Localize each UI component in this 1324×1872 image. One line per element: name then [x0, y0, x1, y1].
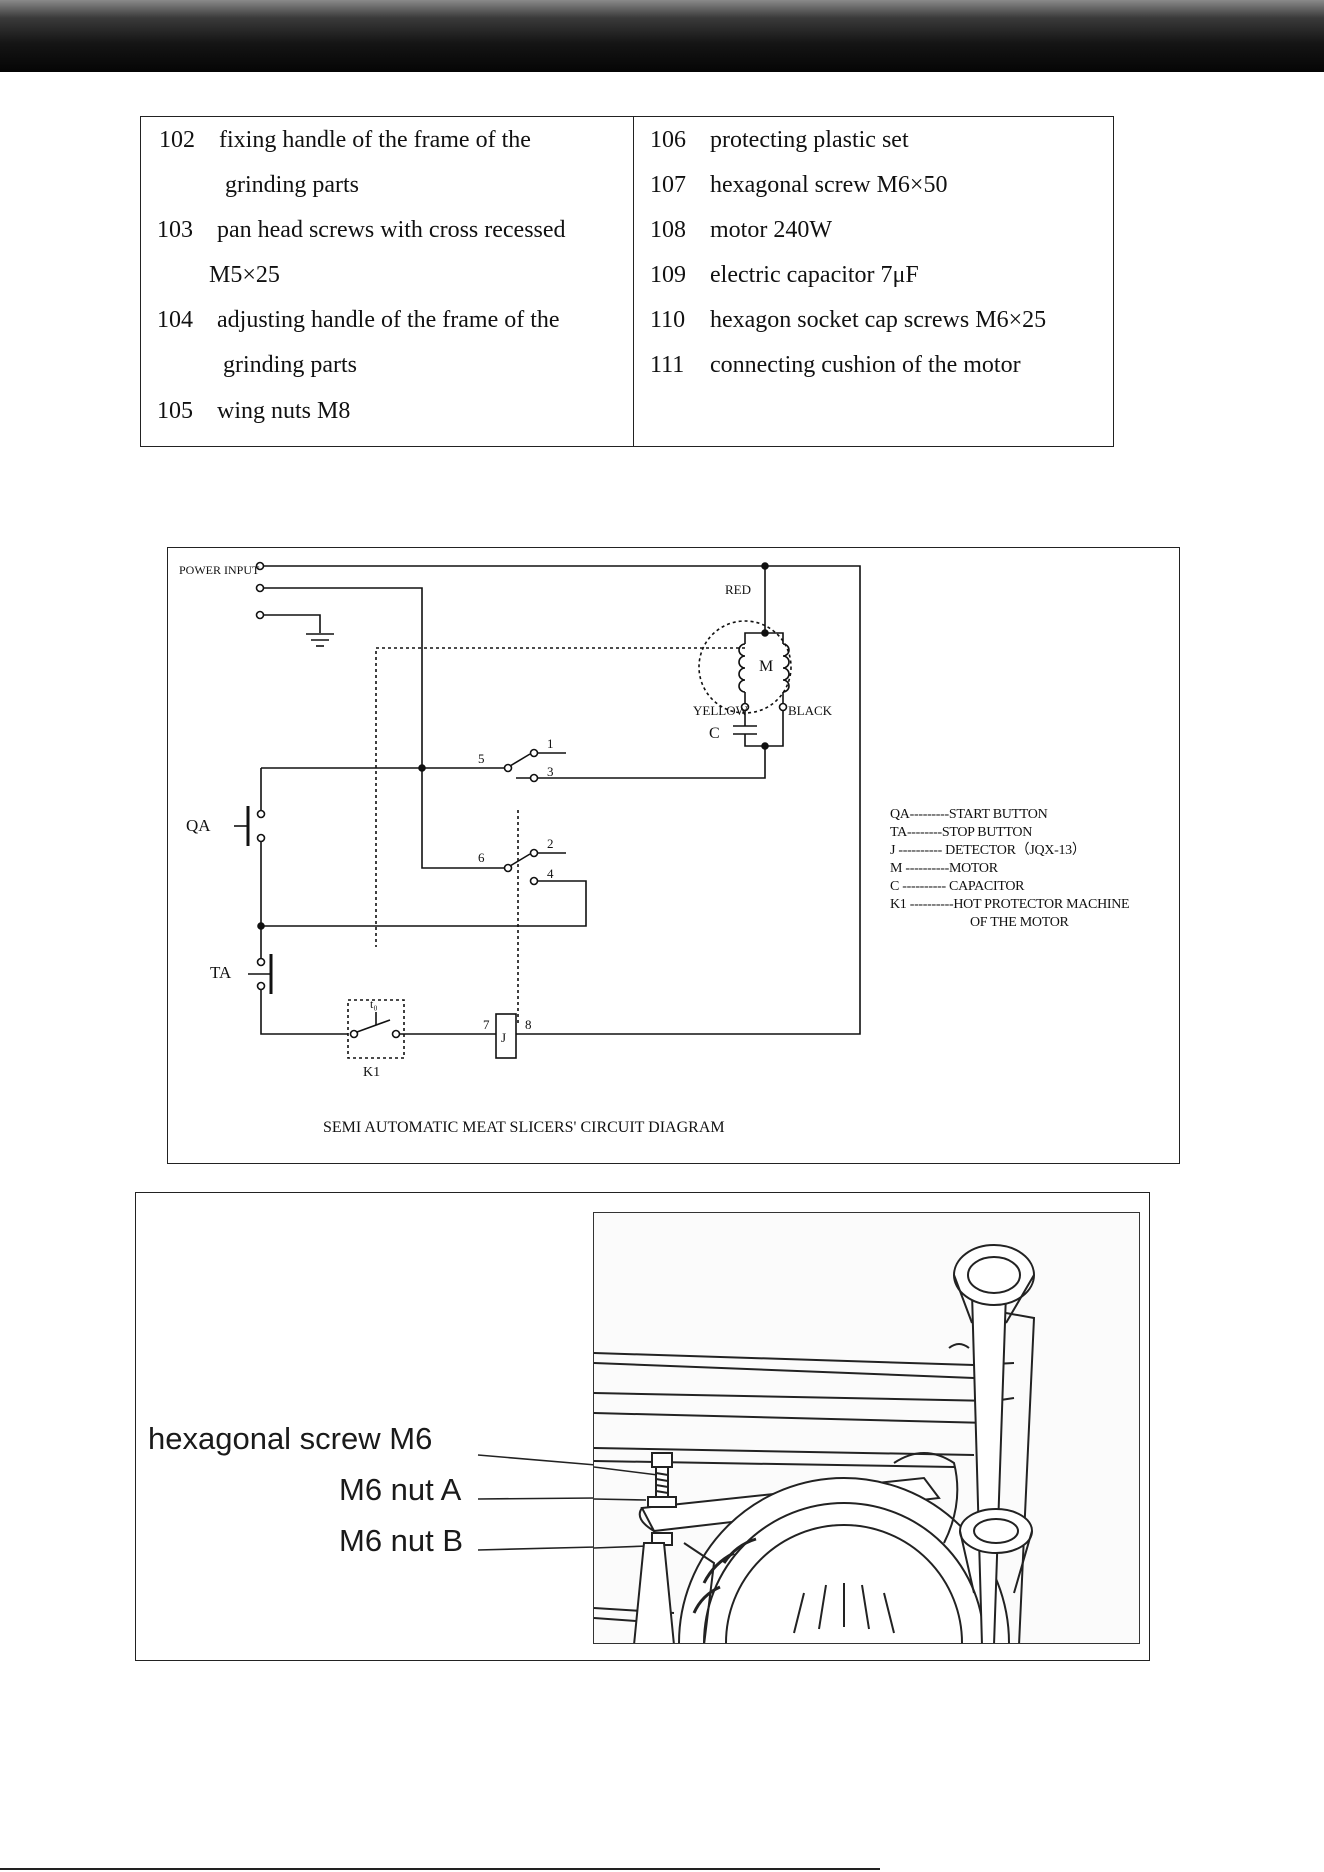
- k1-contact: [356, 1019, 391, 1033]
- legend-c: C ---------- CAPACITOR: [890, 879, 1025, 894]
- black-label: BLACK: [788, 703, 833, 718]
- label-nut-a: M6 nut A: [339, 1472, 462, 1507]
- part-102-cont: grinding parts: [225, 172, 359, 198]
- junction-5: [418, 764, 426, 772]
- ta-terminal-top: [256, 957, 266, 967]
- terminal-2-label: 2: [547, 836, 554, 851]
- leader-nut-b: [477, 1546, 596, 1551]
- terminal-4: [529, 876, 539, 886]
- switch-6-blade: [509, 853, 531, 867]
- circuit-title: SEMI AUTOMATIC MEAT SLICERS' CIRCUIT DIA…: [323, 1119, 725, 1136]
- terminal-1-label: 1: [547, 736, 554, 751]
- ground-icon: [306, 633, 334, 647]
- circuit-diagram: POWER INPUT RED M YELLOW BLACK C QA TA t…: [167, 547, 1180, 1164]
- legend-m: M ----------MOTOR: [890, 861, 998, 876]
- k1-terminal-right: [391, 1029, 401, 1039]
- qa-label: QA: [186, 816, 211, 835]
- qa-terminal-bottom: [256, 833, 266, 843]
- terminal-5-label: 5: [478, 751, 485, 766]
- circuit-legend: QA---------START BUTTON TA--------STOP B…: [890, 806, 1130, 932]
- yellow-terminal: [740, 702, 750, 712]
- terminal-4-label: 4: [547, 866, 554, 881]
- slicer-illustration: [593, 1212, 1140, 1644]
- part-103-cont: M5×25: [209, 262, 280, 288]
- leader-nut-a: [477, 1497, 596, 1500]
- slicer-drawing: [594, 1244, 1036, 1643]
- part-104-cont: grinding parts: [223, 352, 357, 378]
- header-bar: [0, 0, 1324, 72]
- terminal-2: [529, 848, 539, 858]
- dashed-link-k1: [375, 647, 745, 947]
- qa-terminal-top: [256, 809, 266, 819]
- terminal-8-label: 8: [525, 1017, 532, 1032]
- j-relay: [495, 1013, 517, 1059]
- winding-black: [782, 643, 790, 693]
- terminal-1: [529, 748, 539, 758]
- power-terminal-3: [255, 610, 265, 620]
- red-label: RED: [725, 582, 751, 597]
- motor-label: M: [759, 658, 773, 675]
- winding-yellow: [738, 643, 746, 693]
- wire-4-loop: [261, 880, 587, 927]
- adjustment-figure: hexagonal screw M6 M6 nut A M6 nut B: [135, 1192, 1150, 1661]
- k1-label: K1: [363, 1065, 380, 1080]
- winding-wire-left: [744, 632, 765, 644]
- ta-label: TA: [210, 963, 232, 982]
- j-label: J: [501, 1030, 506, 1045]
- terminal-7-label: 7: [483, 1017, 490, 1032]
- label-hexagonal-screw: hexagonal screw M6: [148, 1421, 433, 1456]
- wire-top-right: [263, 565, 861, 1035]
- footer-rule: [0, 1868, 880, 1870]
- k1-housing: [347, 999, 405, 1059]
- k1-terminal-left: [349, 1029, 359, 1039]
- terminal-6-label: 6: [478, 850, 485, 865]
- legend-k1: K1 ----------HOT PROTECTOR MACHINE: [890, 897, 1130, 912]
- legend-ta: TA--------STOP BUTTON: [890, 825, 1033, 840]
- terminal-3-label: 3: [547, 764, 554, 779]
- legend-qa: QA---------START BUTTON: [890, 807, 1048, 822]
- circuit-schematic: POWER INPUT RED M YELLOW BLACK C QA TA t…: [179, 561, 861, 1136]
- switch-5-blade: [509, 753, 531, 767]
- winding-wire-right: [765, 632, 784, 644]
- power-terminal-2: [255, 583, 265, 593]
- yellow-label: YELLOW: [693, 703, 749, 718]
- black-terminal: [778, 702, 788, 712]
- terminal-3: [529, 773, 539, 783]
- wire-cap-bottom: [744, 711, 784, 747]
- wire-ground: [263, 614, 321, 633]
- wire-ta-bottom: [260, 990, 348, 1035]
- terminal-5: [503, 763, 513, 773]
- k1-temp-label: t₀: [370, 997, 378, 1011]
- capacitor-label: C: [709, 725, 720, 742]
- leader-lines: [477, 1454, 596, 1551]
- terminal-6: [503, 863, 513, 873]
- power-input-label: POWER INPUT: [179, 563, 260, 577]
- legend-j: J ---------- DETECTOR（JQX-13）: [890, 843, 1086, 858]
- ta-terminal-bottom: [256, 981, 266, 991]
- leader-screw: [477, 1454, 596, 1466]
- wire-phase: [263, 587, 504, 869]
- wire-to-terminal-3: [516, 746, 766, 779]
- legend-k1-cont: OF THE MOTOR: [970, 915, 1069, 930]
- label-nut-b: M6 nut B: [339, 1523, 464, 1558]
